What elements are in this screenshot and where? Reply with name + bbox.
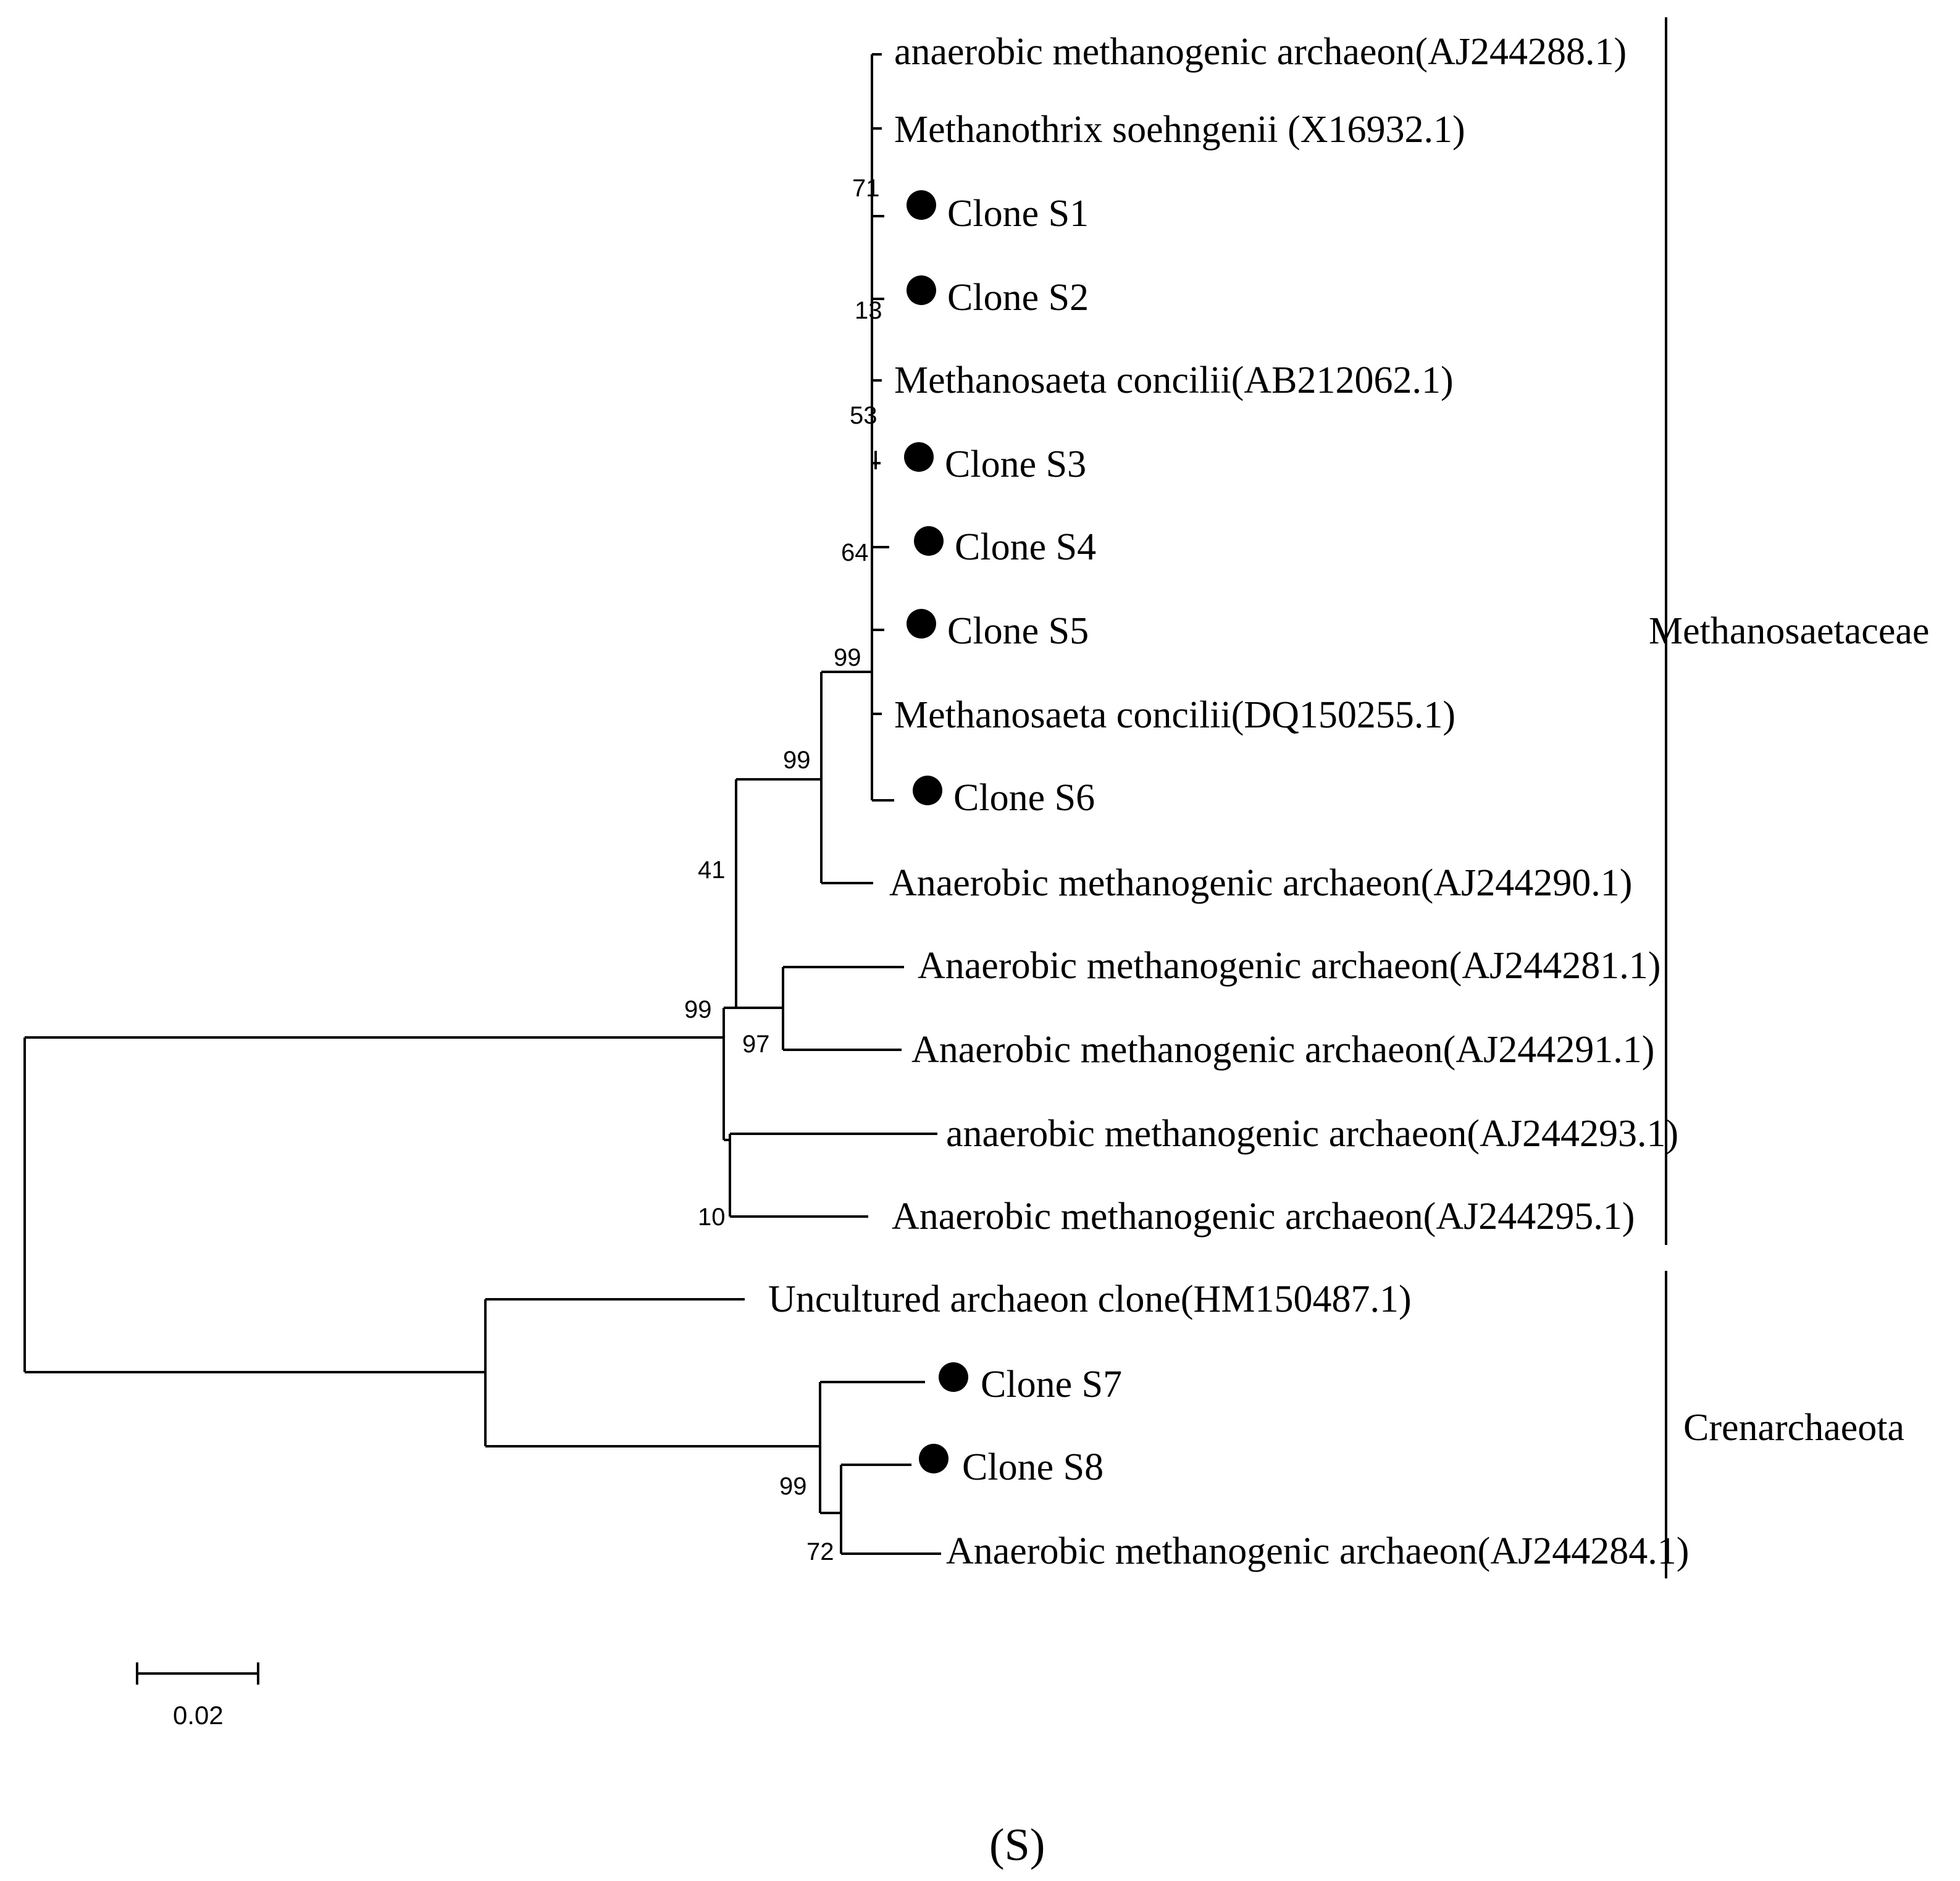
bootstrap-value: 97 — [742, 1031, 770, 1058]
clone-marker-icon — [904, 442, 934, 472]
branch-inner-ticks — [872, 53, 889, 715]
leaf-label: Methanosaeta concilii(AB212062.1) — [894, 359, 1454, 401]
clone-marker-icon — [907, 275, 936, 305]
branch-crenarchaeota-root — [484, 1298, 820, 1447]
leaf-label: Clone S5 — [947, 610, 1089, 652]
scale-bar: 0.02 — [136, 1662, 259, 1730]
leaf-label: Clone S1 — [947, 193, 1089, 235]
branch-node-99-inner — [821, 54, 894, 802]
leaf-label: Clone S8 — [962, 1446, 1104, 1488]
leaf-label: Anaerobic methanogenic archaeon(AJ244281… — [918, 945, 1661, 987]
leaf-label: Clone S7 — [981, 1364, 1122, 1406]
bootstrap-value: 13 — [855, 297, 882, 324]
bootstrap-value: 99 — [834, 644, 861, 671]
leaf-label: Anaerobic methanogenic archaeon(AJ244291… — [911, 1029, 1654, 1071]
bootstrap-value: 10 — [698, 1204, 726, 1231]
branch-node-99-cren — [819, 1381, 925, 1514]
leaf-label: Clone S4 — [955, 526, 1096, 568]
clone-marker-icon — [914, 526, 944, 556]
bootstrap-value: 99 — [684, 996, 712, 1023]
bootstrap-value: 41 — [698, 857, 726, 884]
clone-marker-icon — [913, 776, 942, 805]
leaf-label: Anaerobic methanogenic archaeon(AJ244284… — [946, 1530, 1689, 1572]
clade-brackets: Methanosaetaceae Crenarchaeota — [1649, 17, 1929, 1578]
branch-node-97 — [736, 966, 904, 1051]
leaf-label: anaerobic methanogenic archaeon(AJ244293… — [946, 1113, 1678, 1155]
bootstrap-value: 71 — [852, 175, 880, 202]
leaf-labels: anaerobic methanogenic archaeon(AJ244288… — [768, 31, 1689, 1572]
leaf-label: Clone S2 — [947, 277, 1089, 319]
clone-marker-icon — [919, 1444, 949, 1473]
clade-label-crenarchaeota: Crenarchaeota — [1683, 1407, 1904, 1449]
bootstrap-value: 53 — [850, 402, 877, 429]
bootstrap-value: 99 — [779, 1473, 807, 1500]
tree-branches — [23, 53, 941, 1555]
clone-marker-icon — [907, 190, 936, 220]
bootstrap-value: 64 — [841, 539, 869, 566]
leaf-markers — [904, 190, 968, 1473]
leaf-label: Methanothrix soehngenii (X16932.1) — [894, 109, 1465, 151]
clone-marker-icon — [907, 609, 936, 639]
leaf-label: Clone S3 — [945, 443, 1086, 485]
leaf-label: Uncultured archaeon clone(HM150487.1) — [768, 1278, 1412, 1320]
scale-bar-label: 0.02 — [173, 1701, 224, 1730]
branch-root — [23, 1036, 724, 1373]
branch-node-10 — [724, 1133, 937, 1218]
leaf-label: Anaerobic methanogenic archaeon(AJ244295… — [892, 1196, 1635, 1238]
leaf-label: Clone S6 — [953, 777, 1095, 819]
leaf-label: Methanosaeta concilii(DQ150255.1) — [894, 694, 1455, 736]
leaf-label: Anaerobic methanogenic archaeon(AJ244290… — [889, 862, 1632, 904]
clade-label-methanosaetaceae: Methanosaetaceae — [1649, 610, 1929, 652]
branch-node-72 — [840, 1464, 941, 1555]
branch-node-41 — [724, 779, 737, 1009]
bootstrap-values: 71 13 53 64 99 99 41 99 97 10 99 72 — [684, 175, 882, 1565]
figure-caption: (S) — [989, 1820, 1045, 1871]
bootstrap-value: 72 — [806, 1538, 834, 1565]
bootstrap-value: 99 — [783, 747, 811, 774]
leaf-label: anaerobic methanogenic archaeon(AJ244288… — [894, 31, 1627, 73]
scale-bar-line — [136, 1662, 259, 1685]
clone-marker-icon — [939, 1362, 968, 1392]
branch-node-99-upper — [736, 672, 873, 884]
